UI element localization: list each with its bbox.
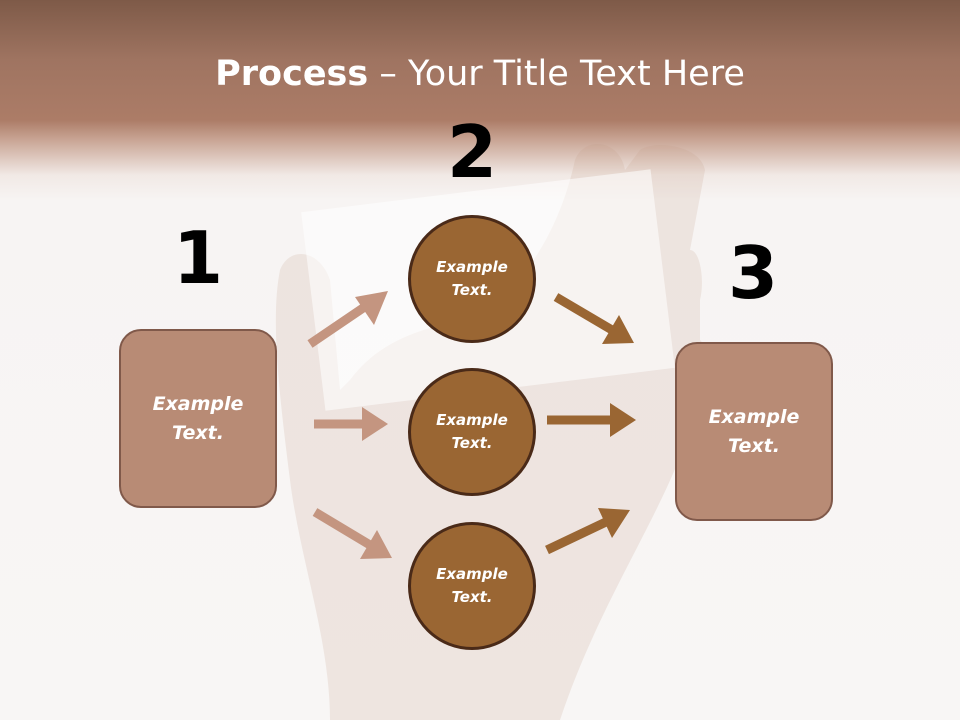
right-step-text: Example Text. <box>708 405 800 457</box>
slide-title: Process – Your Title Text Here <box>0 52 960 96</box>
step-number-2: 2 <box>446 110 498 194</box>
title-bold: Process <box>215 54 369 94</box>
title-rest: – Your Title Text Here <box>368 54 745 94</box>
arrow-left-to-top <box>307 291 388 348</box>
step-circle-middle: Example Text. <box>408 368 536 496</box>
circle-text-middle: Example Text. <box>436 411 508 452</box>
step-number-1: 1 <box>172 216 224 300</box>
arrow-left-to-bottom <box>312 508 392 559</box>
arrow-left-to-middle <box>314 407 388 441</box>
arrow-middle-to-right <box>547 403 636 437</box>
right-step-box: Example Text. <box>675 342 833 521</box>
arrow-bottom-to-right <box>545 508 630 555</box>
left-step-box: Example Text. <box>119 329 277 508</box>
arrow-top-to-right <box>553 293 634 344</box>
circle-text-top: Example Text. <box>436 258 508 299</box>
circle-text-bottom: Example Text. <box>436 565 508 606</box>
step-circle-top: Example Text. <box>408 215 536 343</box>
left-step-text: Example Text. <box>152 392 244 444</box>
step-number-3: 3 <box>727 231 779 315</box>
step-circle-bottom: Example Text. <box>408 522 536 650</box>
